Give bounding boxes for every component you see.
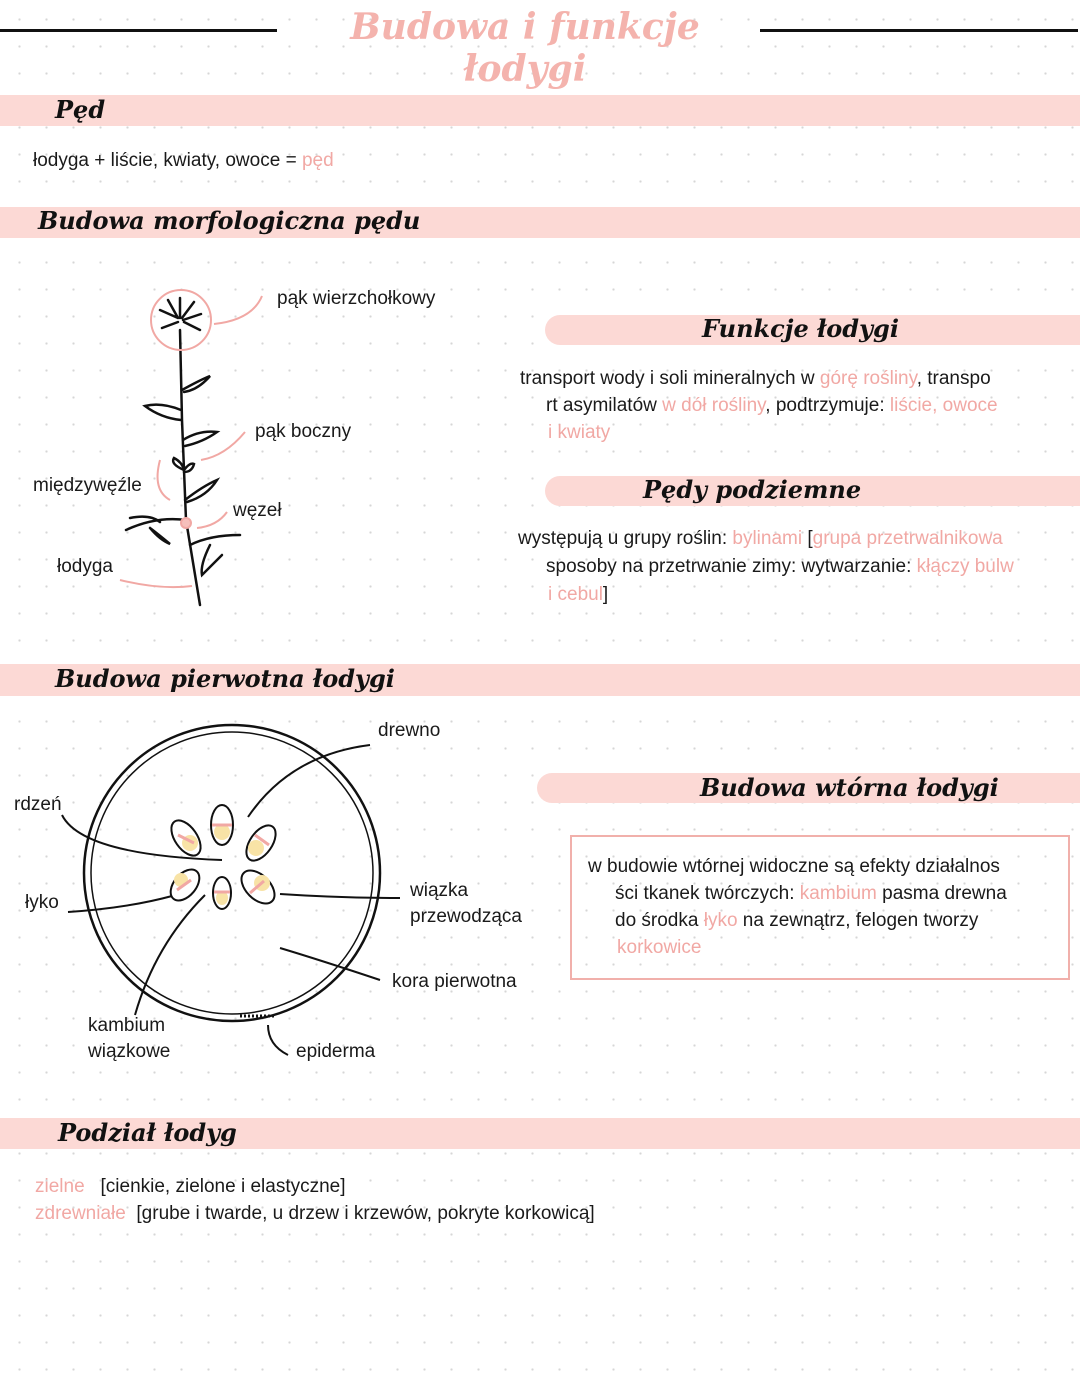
wtorna-line-2: ści tkanek twórczych: kambium pasma drew… — [615, 883, 1007, 904]
heading-pill — [545, 476, 1080, 506]
heading-bar — [0, 207, 1080, 238]
podzial-row-2: zdrewniałe [grube i twarde, u drzew i kr… — [35, 1203, 595, 1224]
podzial-row-1: zielne [cienkie, zielone i elastyczne] — [35, 1176, 346, 1197]
page-title: Budowa i funkcje łodygi — [350, 6, 700, 90]
heading-bar — [0, 1118, 1080, 1149]
heading-podzial: Podział łodyg — [58, 1118, 237, 1147]
heading-bar — [0, 95, 1080, 126]
heading-pierwotna: Budowa pierwotna łodygi — [55, 664, 395, 693]
label-phloem: łyko — [25, 892, 59, 913]
label-lateral-bud: pąk boczny — [255, 421, 352, 442]
heading-podziemne: Pędy podziemne — [643, 475, 862, 504]
ped-definition: łodyga + liście, kwiaty, owoce = pęd — [33, 150, 334, 171]
heading-morfo: Budowa morfologiczna pędu — [38, 206, 421, 235]
title-rule-right — [760, 29, 1078, 32]
label-cortex: kora pierwotna — [392, 971, 517, 992]
heading-pill — [537, 773, 1080, 803]
label-cambium: kambium — [88, 1015, 166, 1036]
label-bundle: wiązka — [410, 880, 469, 901]
label-apical-bud: pąk wierzchołkowy — [277, 288, 436, 309]
label-bundle-2: przewodząca — [410, 906, 522, 927]
label-internode: międzywęźle — [33, 475, 142, 496]
heading-bar — [0, 664, 1080, 696]
title-rule-left — [0, 29, 277, 32]
label-node: węzeł — [233, 500, 282, 521]
heading-ped: Pęd — [55, 95, 106, 124]
wtorna-box — [570, 835, 1070, 980]
wtorna-line-3: do środka łyko na zewnątrz, felogen twor… — [615, 910, 979, 931]
podziemne-line-2: sposoby na przetrwanie zimy: wytwarzanie… — [546, 556, 1014, 577]
funkcje-line-3: i kwiaty — [548, 422, 611, 443]
heading-wtorna: Budowa wtórna łodygi — [700, 773, 999, 802]
podziemne-line-3: i cebul] — [548, 584, 609, 605]
wtorna-line-4: korkowice — [617, 937, 702, 958]
label-stem: łodyga — [57, 556, 113, 577]
podziemne-line-1: występują u grupy roślin: bylinami [grup… — [518, 528, 1003, 549]
funkcje-line-2: rt asymilatów w dół rośliny, podtrzymuje… — [546, 395, 998, 416]
wtorna-line-1: w budowie wtórnej widoczne są efekty dzi… — [588, 856, 1000, 877]
label-xylem: drewno — [378, 720, 441, 741]
label-pith: rdzeń — [14, 794, 62, 815]
heading-funkcje: Funkcje łodygi — [702, 314, 899, 343]
label-epidermis: epiderma — [296, 1041, 376, 1062]
label-cambium-2: wiązkowe — [88, 1041, 171, 1062]
heading-pill — [545, 315, 1080, 345]
funkcje-line-1: transport wody i soli mineralnych w górę… — [520, 368, 991, 389]
